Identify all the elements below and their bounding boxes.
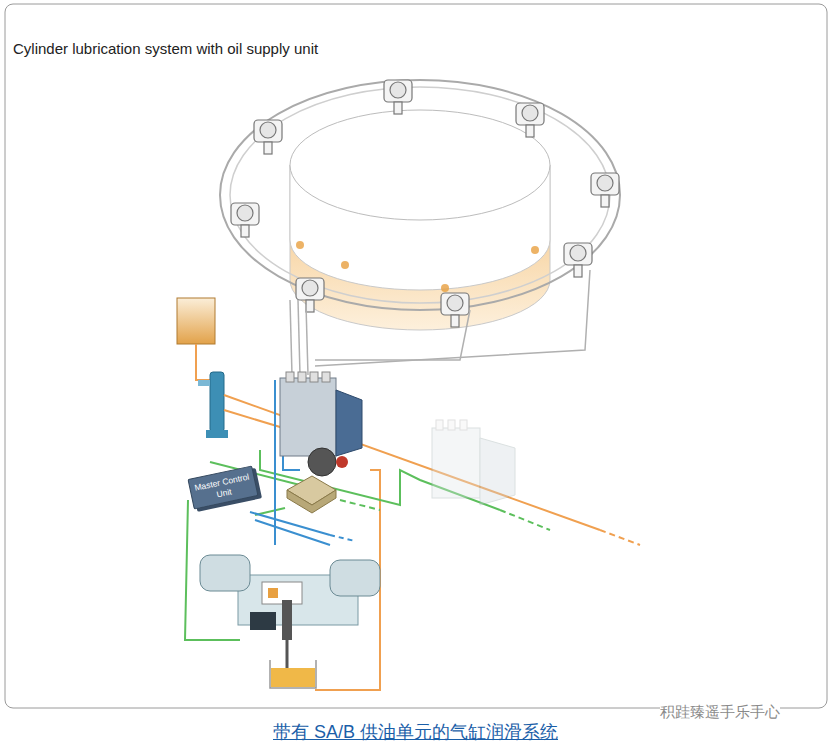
filter	[198, 372, 228, 438]
diagram-title: Cylinder lubrication system with oil sup…	[13, 40, 318, 57]
frame	[5, 4, 827, 708]
oil-supply-unit	[200, 555, 380, 640]
lubricator-pump	[280, 372, 362, 476]
node-text: Master Control Unit	[192, 471, 253, 504]
watermark: 积跬臻遥手乐手心	[660, 703, 780, 722]
oil-sump	[270, 660, 316, 688]
diagram-caption: 带有 SA/B 供油单元的气缸润滑系统	[273, 720, 558, 744]
oil-tank	[177, 298, 215, 344]
sensor-box	[287, 476, 336, 513]
ghost-pump	[432, 420, 515, 505]
lubricators	[231, 80, 619, 327]
ring-pipe	[220, 80, 620, 310]
control-unit-box: Master Control Unit	[187, 465, 258, 509]
